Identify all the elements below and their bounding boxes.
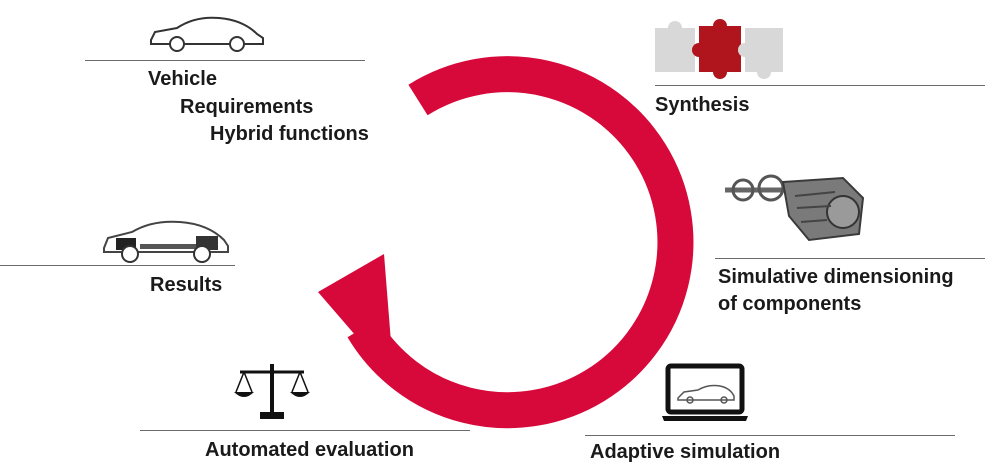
- evaluation-label: Automated evaluation: [205, 439, 414, 461]
- puzzle-icon: [655, 19, 783, 79]
- scales-icon: [234, 364, 310, 419]
- synthesis-rule: [655, 85, 985, 86]
- results-rule: [0, 265, 235, 266]
- laptop-car-icon: [662, 363, 748, 421]
- car-outline-icon: [150, 16, 264, 52]
- requirements-label: Requirements: [180, 96, 314, 118]
- engine-drivetrain-icon: [725, 174, 865, 242]
- hybrid-functions-label: Hybrid functions: [210, 123, 369, 145]
- adaptive-rule: [585, 435, 955, 436]
- vehicle-label: Vehicle: [148, 68, 217, 90]
- evaluation-rule: [140, 430, 470, 431]
- cycle-arrowhead: [318, 254, 394, 380]
- vehicle-rule: [85, 60, 365, 61]
- car-cutaway-icon: [103, 220, 229, 263]
- results-label: Results: [150, 274, 223, 296]
- cycle-arc: [347, 56, 694, 429]
- synthesis-label: Synthesis: [655, 94, 750, 116]
- dimensioning-label-line1: Simulative dimensioning: [718, 266, 954, 288]
- adaptive-label: Adaptive simulation: [590, 441, 781, 463]
- dimensioning-rule: [715, 258, 985, 259]
- dimensioning-label-line2: of components: [718, 293, 862, 315]
